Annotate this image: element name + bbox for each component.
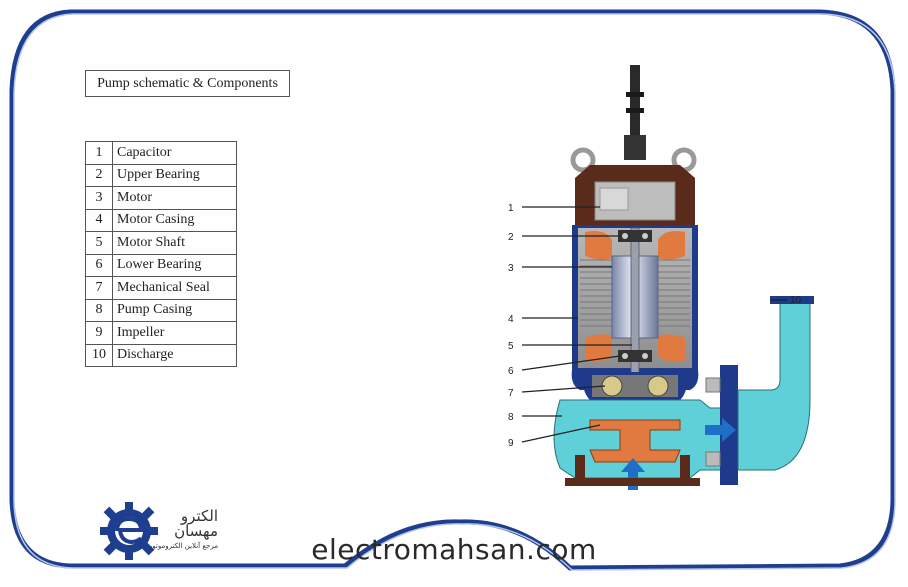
component-name: Impeller [112, 321, 237, 345]
component-number: 2 [85, 163, 113, 187]
winding-bottom-left [585, 334, 612, 362]
component-number: 5 [85, 231, 113, 255]
callout-4: 4 [508, 314, 514, 325]
callout-6: 6 [508, 366, 514, 377]
callout-7: 7 [508, 388, 514, 399]
impeller [589, 419, 681, 463]
diagram-title: Pump schematic & Components [85, 70, 290, 97]
component-number: 1 [85, 141, 113, 165]
component-name: Upper Bearing [112, 163, 237, 187]
component-number: 7 [85, 276, 113, 300]
callout-8: 8 [508, 412, 514, 423]
component-number: 3 [85, 186, 113, 210]
component-name: Motor Casing [112, 208, 237, 232]
component-name: Motor Shaft [112, 231, 237, 255]
upper-bearing [618, 230, 652, 242]
component-name: Lower Bearing [112, 253, 237, 277]
component-name: Mechanical Seal [112, 276, 237, 300]
logo-tagline: مرجع آنلاین الکتروموتور [148, 542, 218, 550]
callout-3: 3 [508, 263, 514, 274]
component-number: 8 [85, 298, 113, 322]
component-number: 9 [85, 321, 113, 345]
pump-schematic: 1 2 3 4 5 6 7 8 9 10 [508, 65, 814, 490]
component-name: Motor [112, 186, 237, 210]
website-url: electromahsan.com [311, 533, 597, 566]
logo-gear-icon [100, 502, 158, 560]
mechanical-seal-right [647, 375, 669, 397]
component-name: Capacitor [112, 141, 237, 165]
callout-10: 10 [790, 295, 802, 306]
callout-1: 1 [508, 203, 514, 214]
flow-arrow-in [621, 458, 645, 490]
component-number: 10 [85, 343, 113, 367]
winding-top-left [585, 231, 612, 260]
callout-2: 2 [508, 232, 514, 243]
callout-5: 5 [508, 341, 514, 352]
component-number: 4 [85, 208, 113, 232]
lower-bearing [618, 350, 652, 362]
logo-text: الكترو مهسان [174, 507, 218, 540]
discharge-pipe [737, 299, 811, 471]
base-stand [565, 478, 700, 486]
component-number: 6 [85, 253, 113, 277]
winding-bottom-right [658, 334, 685, 362]
leader-lines [521, 206, 787, 443]
lifting-eye-left [570, 147, 596, 173]
flow-arrow-out [705, 418, 736, 442]
winding-top-right [658, 231, 685, 260]
component-name: Discharge [112, 343, 237, 367]
component-name: Pump Casing [112, 298, 237, 322]
callout-9: 9 [508, 438, 514, 449]
